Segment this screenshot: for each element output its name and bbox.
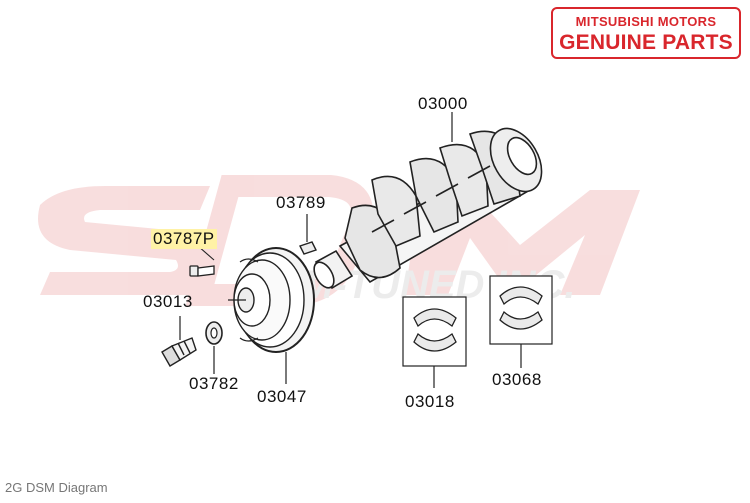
crankshaft-bolt-drawing bbox=[161, 337, 197, 367]
main-bearing-upper-drawing bbox=[402, 296, 467, 367]
part-label-main-bearing-upper[interactable]: 03018 bbox=[405, 392, 455, 411]
washer-drawing bbox=[205, 321, 223, 345]
part-label-main-bearing-lower[interactable]: 03068 bbox=[492, 370, 542, 389]
diagram-caption: 2G DSM Diagram bbox=[5, 480, 108, 495]
part-label-pulley-bolt[interactable]: 03787P bbox=[151, 229, 217, 249]
part-label-crankshaft[interactable]: 03000 bbox=[418, 94, 468, 113]
genuine-parts-badge: MITSUBISHI MOTORS GENUINE PARTS bbox=[551, 7, 741, 59]
part-label-crankshaft-pulley[interactable]: 03047 bbox=[257, 387, 307, 406]
part-label-washer[interactable]: 03782 bbox=[189, 374, 239, 393]
main-bearing-lower-drawing bbox=[489, 275, 553, 345]
badge-title: GENUINE PARTS bbox=[559, 31, 733, 54]
part-label-crankshaft-bolt[interactable]: 03013 bbox=[143, 292, 193, 311]
crankshaft-pulley-drawing bbox=[228, 247, 315, 353]
woodruff-key-drawing bbox=[299, 214, 317, 255]
part-label-woodruff-key[interactable]: 03789 bbox=[276, 193, 326, 212]
crankshaft-drawing bbox=[313, 127, 543, 290]
badge-brand: MITSUBISHI MOTORS bbox=[575, 14, 717, 29]
pulley-bolt-drawing bbox=[189, 265, 215, 277]
